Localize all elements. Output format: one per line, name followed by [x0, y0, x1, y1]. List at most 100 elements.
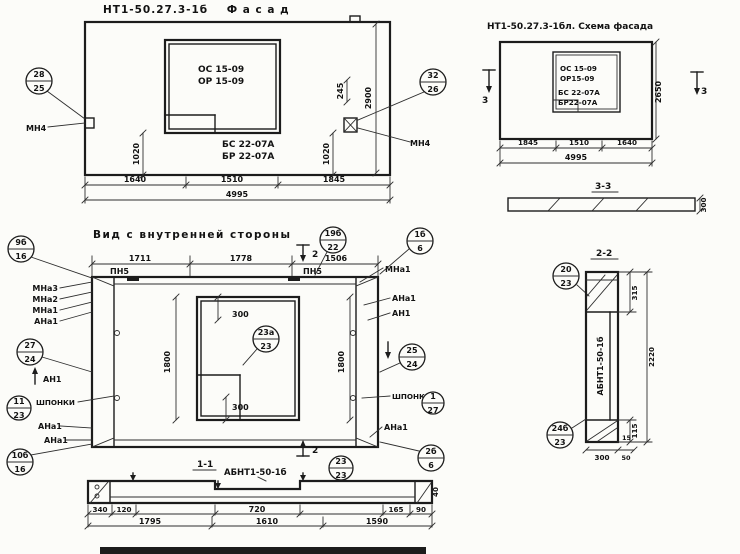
- anchor-label: АНа1: [384, 423, 408, 432]
- sheet-bottom-bar: [100, 547, 426, 554]
- anchor-detail-right: [343, 117, 411, 143]
- position-tag: 2б 6: [379, 441, 445, 472]
- dim-label: 115: [630, 423, 639, 438]
- position-tag: 19б 22: [314, 226, 347, 276]
- facade-window-opening: [163, 38, 282, 135]
- dim-label: 300: [232, 403, 249, 412]
- tag-number: 20: [560, 265, 572, 274]
- dim-label: 1795: [139, 517, 162, 526]
- anchor-label: МН4: [26, 124, 47, 133]
- tag-number: 28: [33, 70, 45, 79]
- keys-label: ШПОНКИ: [36, 398, 75, 407]
- position-tag: 28 25: [25, 67, 86, 120]
- dim-label: 1020: [132, 142, 141, 165]
- tag-number: 22: [327, 243, 338, 252]
- dim-label: 300: [594, 453, 609, 462]
- dim-label: 15: [622, 434, 632, 442]
- section-3-3-title: 3-3: [595, 182, 611, 192]
- position-tag: 23 23: [328, 455, 354, 481]
- sill-mark-label: БС 22-07А: [558, 88, 600, 97]
- anchor-label: АНа1: [392, 294, 416, 303]
- tag-number: 6: [428, 461, 434, 470]
- position-tag: 9б 16: [7, 235, 93, 279]
- tag-number: 19б: [325, 228, 342, 238]
- section-cut-marker: [690, 71, 704, 95]
- anchor-label: МНа1: [32, 306, 58, 315]
- dim-label: 315: [630, 285, 639, 300]
- inner-window-dimensions: [172, 293, 354, 424]
- tag-number: 23а: [258, 328, 275, 337]
- section-2-2: 2-2 20 23 АБНТ1-50-1б: [546, 249, 656, 462]
- position-tag: 27 24: [16, 338, 93, 373]
- dim-label: 1640: [124, 175, 147, 184]
- window-mark-label: ОР15-09: [560, 74, 594, 83]
- section-3-3-strip: [507, 194, 704, 215]
- facade-title: НТ1-50.27.3-1б Ф а с а д: [103, 4, 290, 16]
- schema-dimensions: [496, 38, 660, 167]
- dim-label: 4995: [226, 190, 249, 199]
- tag-number: 24: [406, 360, 418, 369]
- anchor-label: МН4: [410, 139, 431, 148]
- tag-number: 24: [24, 355, 36, 364]
- dim-label: 2650: [654, 80, 663, 103]
- dim-label: 1711: [129, 254, 152, 263]
- tag-number: 25: [33, 84, 45, 93]
- window-mark-label: ОС 15-09: [560, 64, 597, 73]
- tag-number: 10б: [12, 450, 29, 460]
- anchor-label: МНа1: [385, 265, 411, 274]
- joint-label: ПН5: [303, 267, 322, 276]
- dim-label: 120: [116, 505, 131, 514]
- position-tag: 25 24: [379, 343, 426, 373]
- dim-label: 1640: [617, 138, 637, 147]
- tag-number: 11: [13, 397, 25, 406]
- dim-label: 165: [388, 505, 403, 514]
- section-marker-label: 2: [312, 446, 318, 456]
- dim-label: 340: [92, 505, 107, 514]
- dim-label: 300: [699, 197, 708, 212]
- tag-number: 23: [335, 457, 346, 466]
- section-2-2-strip: [584, 270, 620, 444]
- anchor-label: АН1: [43, 375, 62, 384]
- tag-number: 23: [560, 279, 571, 288]
- keys-label: ШПОНКИ: [392, 392, 431, 401]
- tag-number: 26: [427, 85, 439, 94]
- tag-number: 16: [14, 465, 26, 474]
- section-marker-label: 3: [701, 87, 707, 97]
- position-tag: 10б 16: [6, 443, 93, 476]
- section-marker-label: 3: [482, 96, 488, 106]
- dim-label: 1800: [163, 350, 172, 373]
- inner-panel-outline: [90, 275, 380, 449]
- panel-mark-label: АБНТ1-50-1б: [595, 336, 605, 395]
- section-1-1-dimensions: [84, 504, 436, 530]
- anchor-label: МНа2: [32, 295, 58, 304]
- facade-view: НТ1-50.27.3-1б Ф а с а д ОС 15-09 ОР 15-…: [25, 4, 447, 204]
- left-callout-leaders: [59, 281, 115, 441]
- tag-number: 23: [13, 411, 24, 420]
- schema-window-opening: [552, 51, 621, 113]
- tag-number: 1б: [414, 229, 426, 239]
- right-callout-leaders: [359, 267, 391, 438]
- section-cut-marker: [296, 440, 310, 457]
- tag-number: 23: [260, 342, 271, 351]
- position-tag: 1б 6: [379, 227, 434, 275]
- tag-number: 9б: [15, 237, 27, 247]
- tag-number: 2б: [425, 446, 437, 456]
- inner-top-dimensions: [88, 255, 382, 277]
- sill-mark-label: БР 22-07А: [222, 152, 274, 162]
- anchor-arrow: [385, 341, 391, 359]
- tag-number: 6: [417, 244, 423, 253]
- panel-mark-label: АБНТ1-50-1б: [224, 467, 287, 478]
- dim-label: 1845: [518, 138, 538, 147]
- inner-view-title: Вид с внутренней стороны: [93, 229, 292, 241]
- anchor-label: АНа1: [38, 422, 62, 431]
- section-marker-label: 2: [312, 250, 318, 260]
- section-1-1: 1-1 АБНТ1-50-1б 40: [84, 460, 440, 530]
- schema-panel-outline: [498, 40, 654, 141]
- tag-number: 27: [24, 341, 35, 350]
- tag-number: 25: [406, 346, 418, 355]
- dim-label: 1510: [569, 138, 589, 147]
- dim-label: 1020: [322, 142, 331, 165]
- joint-label: ПН5: [110, 267, 129, 276]
- anchor-label: АНа1: [44, 436, 68, 445]
